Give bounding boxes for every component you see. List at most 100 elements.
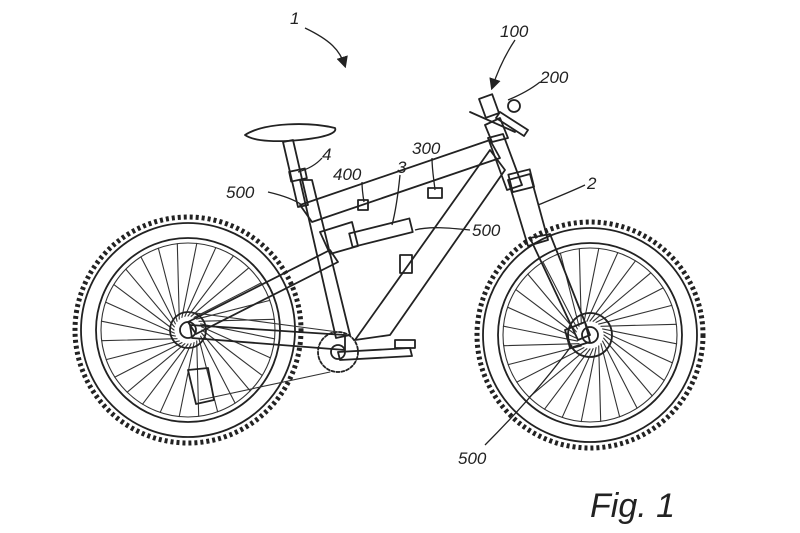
ref-label-500-top: 500 — [226, 183, 255, 202]
leader-3 — [391, 174, 401, 226]
rear-spoke — [178, 342, 195, 418]
grip-end — [507, 99, 521, 113]
rear-spoke — [196, 299, 271, 320]
front-spoke — [600, 323, 677, 327]
front-spoke — [603, 331, 673, 364]
rear-spoke — [187, 255, 235, 317]
chain-upper — [187, 311, 339, 333]
drivetrain — [187, 311, 416, 405]
rear-spokes — [100, 242, 276, 418]
ref-label-500-bottom: 500 — [458, 449, 487, 468]
rear-spoke — [200, 335, 236, 404]
front-rim — [497, 242, 683, 428]
rear-spoke — [176, 243, 180, 320]
leader-2 — [537, 184, 586, 206]
front-spoke — [527, 273, 577, 333]
ref-label-400: 400 — [333, 165, 362, 184]
handlebar — [469, 111, 516, 133]
rear-spoke — [201, 326, 271, 359]
front-spoke — [515, 288, 577, 336]
rear-spoke — [193, 282, 262, 318]
front-spoke — [543, 348, 591, 410]
front-wheel — [474, 219, 706, 451]
head-tube — [487, 133, 523, 191]
leader-500-mid — [414, 227, 471, 231]
front-spoke — [603, 334, 665, 382]
seatpost-saddle — [244, 123, 337, 208]
ref-label-2: 2 — [586, 174, 597, 193]
front-tire — [482, 227, 698, 443]
controller-device — [478, 93, 500, 119]
ref-label-4: 4 — [322, 145, 331, 164]
rear-spoke — [125, 268, 175, 328]
leader-500-bottom — [484, 344, 573, 446]
rear-spoke — [157, 247, 178, 322]
chain-lower — [199, 371, 331, 401]
rear-spoke — [140, 256, 176, 325]
crank-arm — [337, 347, 413, 361]
leader-200 — [507, 81, 541, 101]
front-spoke — [580, 347, 597, 423]
rear-spoke — [101, 338, 178, 342]
seatpost-clamp — [288, 167, 308, 183]
rear-spoke — [190, 267, 250, 317]
front-spoke — [528, 348, 588, 398]
rear-rim — [95, 237, 281, 423]
front-spoke — [592, 272, 652, 322]
brake-lever — [495, 111, 529, 137]
rear-spoke — [196, 340, 200, 417]
front-spoke — [516, 347, 585, 383]
leader-500-top — [267, 191, 303, 206]
rear-spoke — [126, 343, 186, 393]
saddle — [244, 123, 337, 143]
front-spoke — [542, 261, 578, 330]
fork-lower — [529, 233, 591, 341]
rear-tire — [80, 222, 296, 438]
rear-spoke — [113, 283, 175, 331]
ref-label-200: 200 — [539, 68, 569, 87]
figure-caption: Fig. 1 — [590, 487, 675, 525]
stem — [484, 117, 509, 143]
device-400-box — [357, 199, 369, 211]
rear-spoke — [100, 320, 176, 337]
front-spoke — [595, 287, 664, 323]
front-spoke — [583, 247, 600, 323]
fork-crown — [507, 168, 535, 194]
leader-100 — [489, 39, 516, 91]
front-end — [469, 93, 591, 349]
front-tire-tread — [474, 219, 706, 451]
leader-1 — [304, 27, 348, 69]
front-spokes — [502, 247, 678, 423]
ref-label-300: 300 — [412, 139, 441, 158]
rear-spoke — [201, 329, 263, 377]
front-rim-inner — [502, 247, 678, 423]
rear-spoke — [105, 301, 175, 334]
front-spoke — [600, 343, 621, 418]
seat-stay — [187, 249, 339, 335]
rear-spoke — [105, 340, 180, 361]
front-spoke — [603, 337, 653, 397]
front-spoke — [503, 343, 580, 347]
ref-label-1: 1 — [290, 9, 299, 28]
brake-rotor — [567, 312, 613, 358]
front-spoke — [586, 252, 619, 322]
leader-400 — [361, 181, 365, 203]
rear-tire-tread — [72, 214, 304, 446]
ref-label-500-mid: 500 — [472, 221, 501, 240]
down-tube-device — [399, 254, 413, 274]
leader-4 — [297, 157, 323, 173]
front-spoke — [502, 325, 578, 342]
derailleur — [187, 367, 215, 405]
rear-wheel — [72, 214, 304, 446]
front-spoke — [589, 260, 637, 322]
reference-labels: 1 100 200 300 4 3 400 2 500 500 500 — [226, 9, 597, 468]
pedal — [394, 339, 416, 349]
front-spoke — [602, 340, 638, 409]
front-spoke — [598, 345, 602, 422]
brake-caliper — [564, 321, 591, 349]
front-spoke — [602, 328, 678, 345]
front-spoke — [561, 348, 594, 418]
ref-label-100: 100 — [500, 22, 529, 41]
rear-cassette — [169, 311, 207, 349]
